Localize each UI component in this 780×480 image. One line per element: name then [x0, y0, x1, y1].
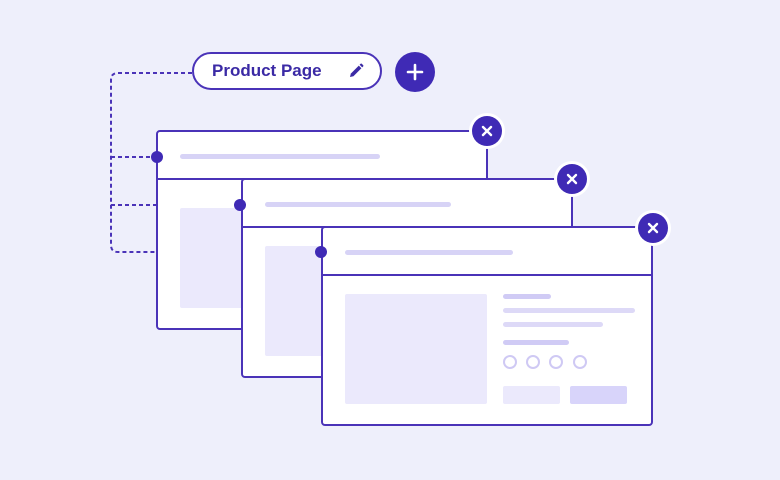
option-circle-4[interactable]: [573, 355, 587, 369]
window-1-image-placeholder: [180, 208, 244, 308]
window-1-close-button[interactable]: [472, 116, 502, 146]
close-icon: [481, 125, 493, 137]
product-title-placeholder: [503, 294, 551, 299]
window-2-header: [243, 180, 571, 228]
window-3: [321, 226, 653, 426]
product-desc-line-2: [503, 322, 603, 327]
product-desc-line-1: [503, 308, 635, 313]
option-circle-3[interactable]: [549, 355, 563, 369]
primary-button-placeholder[interactable]: [570, 386, 627, 404]
edit-tab-button[interactable]: [346, 61, 366, 81]
product-page-tab[interactable]: Product Page: [192, 52, 382, 90]
window-3-image-placeholder: [345, 294, 487, 404]
window-2-image-placeholder: [265, 246, 325, 356]
window-1-title-placeholder: [180, 154, 380, 159]
window-3-header: [323, 228, 651, 276]
secondary-button-placeholder[interactable]: [503, 386, 560, 404]
close-icon: [566, 173, 578, 185]
product-page-tab-label: Product Page: [212, 61, 322, 80]
option-circle-2[interactable]: [526, 355, 540, 369]
window-2-close-button[interactable]: [557, 164, 587, 194]
window-3-close-button[interactable]: [638, 213, 668, 243]
option-circle-1[interactable]: [503, 355, 517, 369]
plus-icon: [406, 63, 424, 81]
pencil-icon: [350, 63, 364, 77]
add-page-button[interactable]: [395, 52, 435, 92]
window-2-title-placeholder: [265, 202, 451, 207]
window-3-title-placeholder: [345, 250, 513, 255]
window-1-header: [158, 132, 486, 180]
product-price-placeholder: [503, 340, 569, 345]
close-icon: [647, 222, 659, 234]
